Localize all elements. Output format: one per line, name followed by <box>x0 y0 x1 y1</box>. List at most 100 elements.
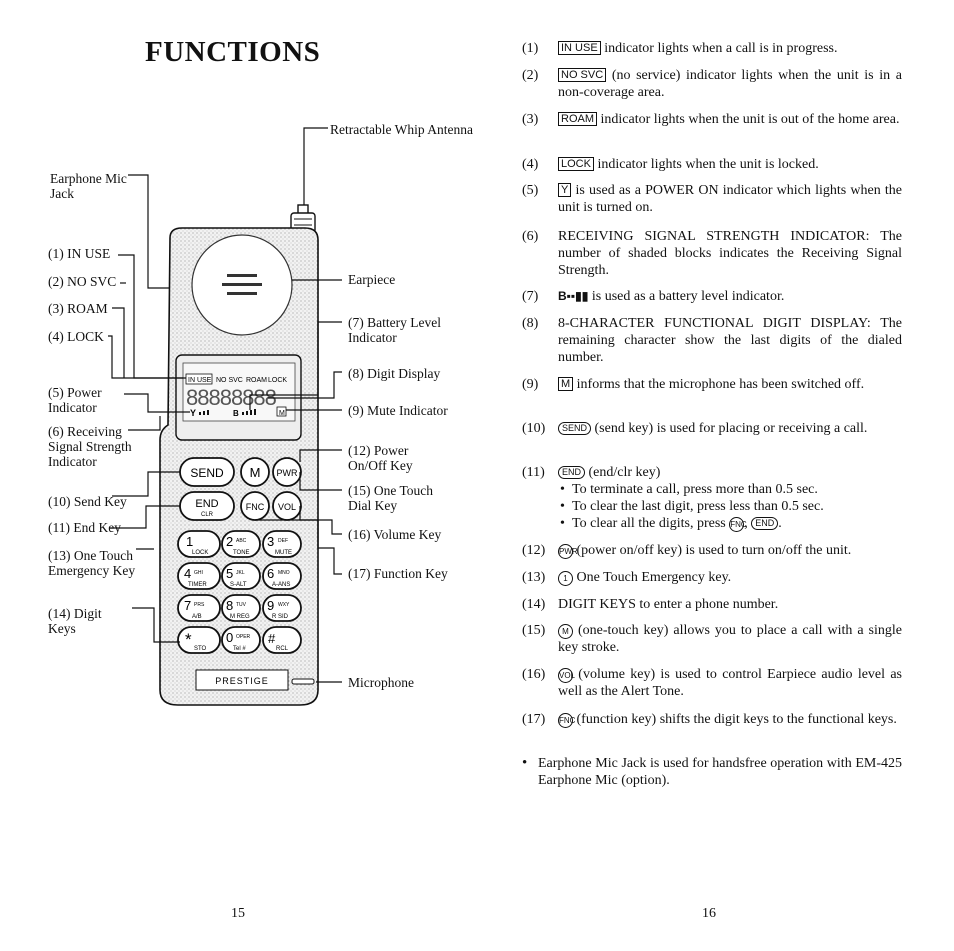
label-one-touch-emergency: (13) One Touch Emergency Key <box>48 548 136 578</box>
label-one-touch-dial: (15) One Touch Dial Key <box>348 483 434 513</box>
label-digit-display: (8) Digit Display <box>348 366 441 381</box>
svg-text:ABC: ABC <box>236 538 247 544</box>
svg-text:PRS: PRS <box>194 602 205 608</box>
svg-text:6: 6 <box>267 566 274 581</box>
roam-icon: ROAM <box>558 112 597 126</box>
battery-icon: B▪▪▮▮ <box>558 289 589 303</box>
display-indicators: IN USE NO SVC ROAM LOCK <box>185 373 287 385</box>
svg-text:*: * <box>185 630 192 649</box>
svg-text:5: 5 <box>226 566 233 581</box>
digit-key-6: 6 MNO A-ANS <box>262 562 302 590</box>
emergency-key-icon: 1 <box>558 571 573 586</box>
display-digits: 88888888 <box>186 385 277 410</box>
svg-text:MNO: MNO <box>278 570 290 576</box>
svg-text:JKL: JKL <box>236 570 245 576</box>
mute-icon: M <box>558 377 574 391</box>
vol-key-icon: VOL <box>558 668 575 683</box>
svg-text:2: 2 <box>226 534 233 549</box>
digit-key-hash: #RCL <box>262 626 302 654</box>
svg-text:MUTE: MUTE <box>275 550 292 556</box>
svg-text:8: 8 <box>226 598 233 613</box>
end-key-icon: END <box>751 517 779 530</box>
page-title: FUNCTIONS <box>145 36 321 68</box>
power-antenna-icon: Y <box>558 183 572 197</box>
svg-text:TIMER: TIMER <box>188 582 207 588</box>
display-signal-icon: Y <box>190 408 196 418</box>
microphone-grille <box>291 678 315 685</box>
fnc-key-icon: FNC <box>558 713 575 728</box>
svg-text:FNC: FNC <box>246 502 265 512</box>
label-battery: (7) Battery Level Indicator <box>348 315 441 345</box>
end-key: END CLR <box>179 491 235 521</box>
pwr-key-icon: PWR <box>558 544 578 559</box>
label-in-use: (1) IN USE <box>48 246 111 261</box>
svg-text:Tel #: Tel # <box>233 646 246 652</box>
svg-text:M: M <box>250 465 261 480</box>
label-earpiece: Earpiece <box>348 272 396 287</box>
earpiece <box>191 234 293 336</box>
svg-text:#: # <box>268 631 276 646</box>
svg-text:0: 0 <box>226 630 233 645</box>
svg-text:END: END <box>195 498 218 510</box>
label-volume: (16) Volume Key <box>348 527 442 542</box>
display-inuse: IN USE <box>188 377 212 384</box>
label-mic-jack: Earphone Mic Jack <box>50 171 127 201</box>
fnc-key-icon: FNC <box>729 517 747 532</box>
m-key: M <box>240 457 270 487</box>
svg-text:CLR: CLR <box>201 512 214 518</box>
svg-text:3: 3 <box>267 534 274 549</box>
send-key: SEND <box>179 457 235 487</box>
page-number-right: 16 <box>702 906 716 921</box>
svg-text:SEND: SEND <box>190 466 224 480</box>
label-end-key: (11) End Key <box>48 520 121 535</box>
svg-text:A/B: A/B <box>192 614 202 620</box>
svg-text:PWR: PWR <box>277 468 298 478</box>
svg-text:A-ANS: A-ANS <box>272 582 290 588</box>
svg-text:S-ALT: S-ALT <box>230 582 247 588</box>
svg-text:7: 7 <box>184 598 191 613</box>
display-nosvc: NO SVC <box>216 377 243 384</box>
label-roam: (3) ROAM <box>48 301 108 316</box>
item11-bullet-3: To clear all the digits, press FNC, END. <box>560 515 902 532</box>
phone-diagram: IN USE NO SVC ROAM LOCK 88888888 Y B M S… <box>108 127 342 706</box>
lock-icon: LOCK <box>558 157 594 171</box>
label-mute: (9) Mute Indicator <box>348 403 448 418</box>
svg-text:VOL: VOL <box>278 502 296 512</box>
svg-text:WXY: WXY <box>278 602 290 608</box>
label-no-svc: (2) NO SVC <box>48 274 117 289</box>
svg-text:4: 4 <box>184 566 191 581</box>
svg-text:RCL: RCL <box>276 646 289 652</box>
send-key-icon: SEND <box>558 422 592 435</box>
svg-text:GHI: GHI <box>194 570 203 576</box>
label-power-key: (12) Power On/Off Key <box>348 443 413 473</box>
vol-key: VOL <box>272 491 302 521</box>
in-use-icon: IN USE <box>558 41 601 55</box>
svg-text:1: 1 <box>186 534 193 549</box>
label-lock: (4) LOCK <box>48 329 104 344</box>
svg-text:TUV: TUV <box>236 602 247 608</box>
digit-key-star: *STO <box>177 626 221 654</box>
page-number-left: 15 <box>231 906 245 921</box>
svg-text:LOCK: LOCK <box>192 550 208 556</box>
fnc-key: FNC <box>240 491 270 521</box>
item11-bullet-2: To clear the last digit, press less than… <box>560 498 902 515</box>
svg-text:R SID: R SID <box>272 614 289 620</box>
leader-lines <box>108 127 342 683</box>
display-lock: LOCK <box>268 377 287 384</box>
svg-text:STO: STO <box>194 646 207 652</box>
no-svc-icon: NO SVC <box>558 68 607 82</box>
m-key-icon: M <box>558 624 573 639</box>
display-mute-icon: M <box>279 410 285 417</box>
label-power-indicator: (5) Power Indicator <box>48 385 102 415</box>
pwr-key: PWR <box>272 457 302 487</box>
label-microphone: Microphone <box>348 675 414 690</box>
brand-logo: PRESTIGE <box>215 676 269 686</box>
